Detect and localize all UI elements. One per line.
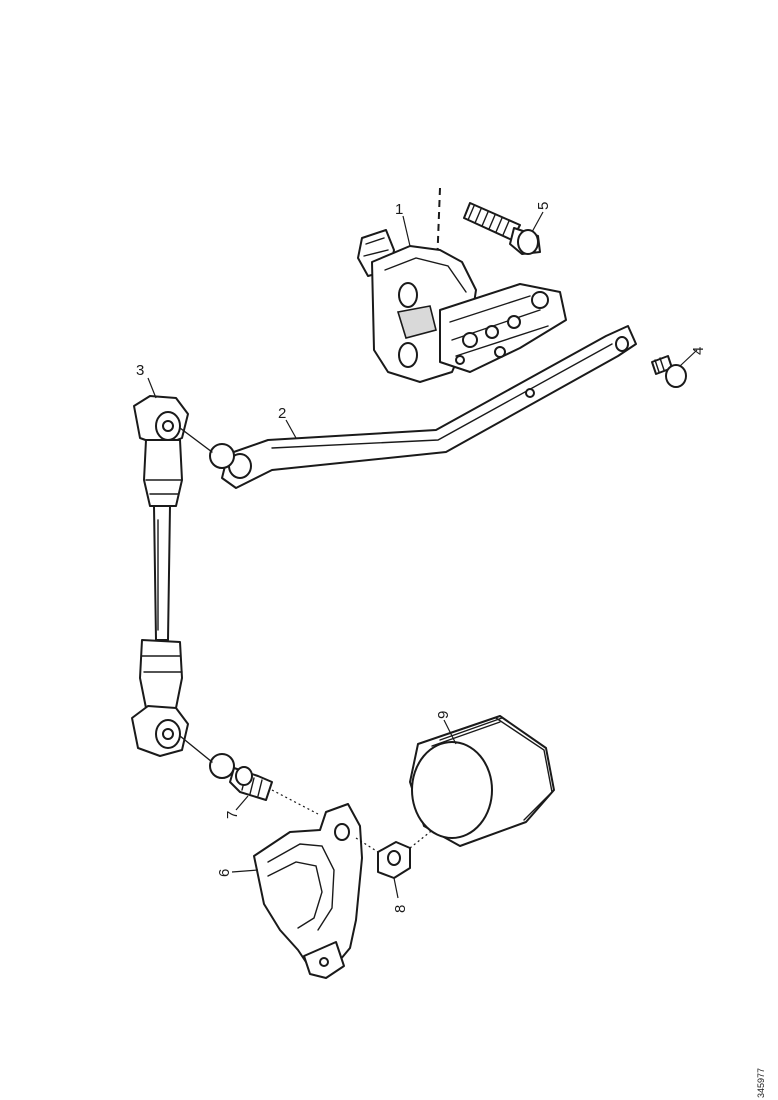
part-8-nut xyxy=(377,841,411,879)
nut-axis-line xyxy=(355,837,379,853)
part-3-connecting-rod xyxy=(131,395,189,757)
part-1-level-sensor xyxy=(357,229,567,383)
ball-stud-upper xyxy=(179,427,235,469)
leader-lines xyxy=(147,211,698,899)
part-5-bolt xyxy=(463,202,541,255)
callout-5: 5 xyxy=(535,202,552,210)
callout-8: 8 xyxy=(392,905,409,913)
part-6-bracket-clamp xyxy=(253,803,363,979)
part-2-lever-arm xyxy=(221,325,637,489)
callout-4: 4 xyxy=(690,347,707,355)
callout-3: 3 xyxy=(136,362,144,379)
part-4-bolt xyxy=(651,355,687,388)
callout-9: 9 xyxy=(435,711,452,719)
ball-stud-lower xyxy=(179,735,235,779)
callout-2: 2 xyxy=(278,405,286,422)
callout-6: 6 xyxy=(216,869,233,877)
pin-axis-line xyxy=(271,789,319,815)
callout-7: 7 xyxy=(224,811,241,819)
part-7-threaded-pin xyxy=(229,766,273,801)
part-9-sleeve xyxy=(409,715,555,847)
figure-id: 345977 xyxy=(756,1068,766,1098)
callout-1: 1 xyxy=(395,201,403,218)
